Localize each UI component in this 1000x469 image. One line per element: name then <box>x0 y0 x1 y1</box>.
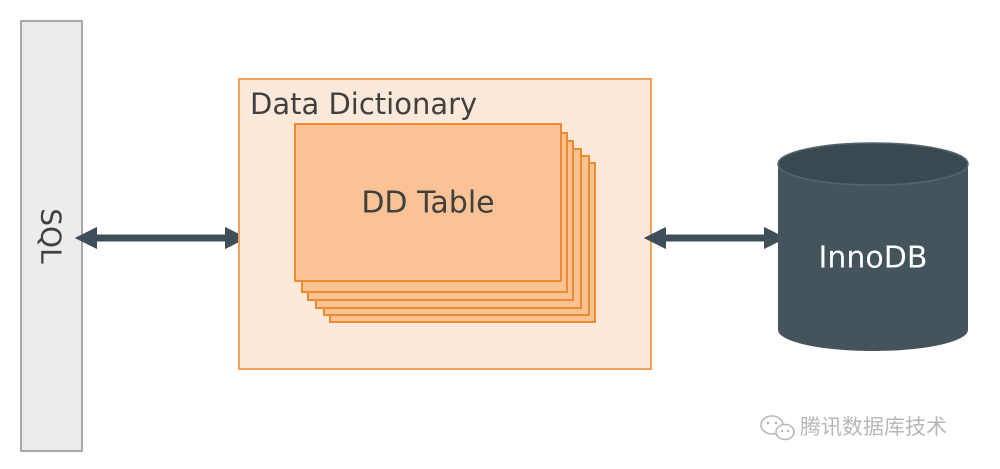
data-dictionary-label: Data Dictionary <box>250 87 477 121</box>
sql-layer: SQL <box>20 20 83 452</box>
wechat-icon <box>760 415 795 441</box>
dd-table-stack: DD Table <box>294 123 596 323</box>
watermark-text: 腾讯数据库技术 <box>800 415 947 439</box>
data-dictionary: Data Dictionary DD Table <box>238 78 652 370</box>
dd-table-front <box>294 123 562 282</box>
innodb-cylinder-top <box>777 142 969 186</box>
innodb-cylinder-body <box>778 164 968 351</box>
sql-bar <box>20 20 83 452</box>
innodb-label: InnoDB <box>819 241 928 276</box>
dd-table-label: DD Table <box>361 186 494 221</box>
sql-label: SQL <box>35 208 68 264</box>
watermark: 腾讯数据库技术 <box>760 415 947 441</box>
innodb-storage: InnoDB <box>777 142 969 351</box>
